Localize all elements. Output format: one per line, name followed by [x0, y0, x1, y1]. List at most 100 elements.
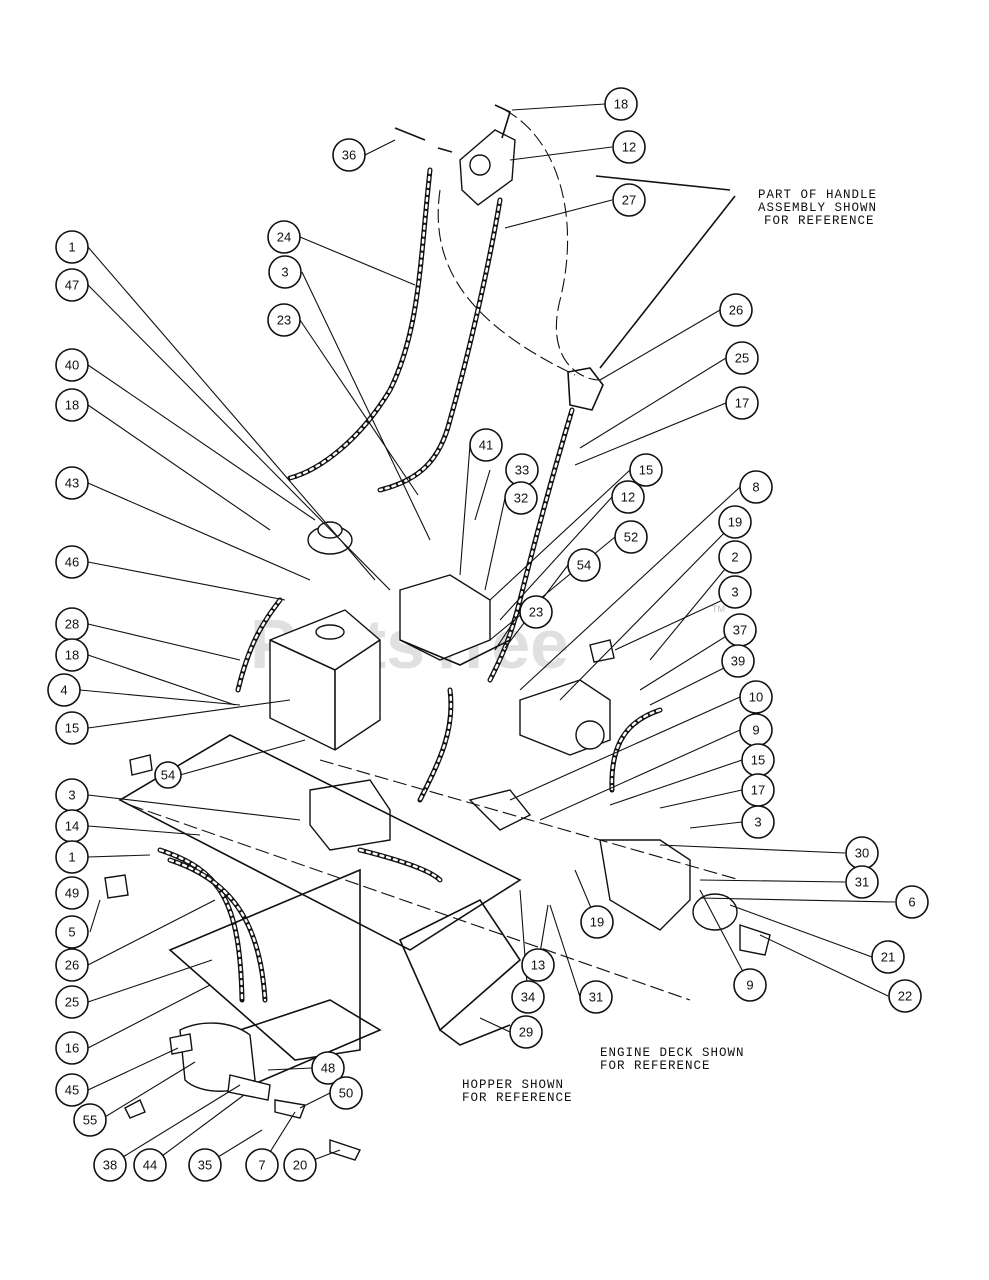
callout: 32 [504, 481, 538, 515]
callout-label: 45 [65, 1083, 79, 1098]
callout: 47 [55, 268, 89, 302]
callout: 44 [133, 1148, 167, 1182]
callout: 29 [509, 1015, 543, 1049]
callout-label: 38 [103, 1158, 117, 1173]
callout-label: 36 [342, 148, 356, 163]
callout: 18 [604, 87, 638, 121]
callout-label: 22 [898, 989, 912, 1004]
callout: 39 [721, 644, 755, 678]
callout-label: 23 [277, 313, 291, 328]
callout: 35 [188, 1148, 222, 1182]
callout-label: 39 [731, 654, 745, 669]
callout: 3 [55, 778, 89, 812]
callout: 19 [580, 905, 614, 939]
callout: 26 [719, 293, 753, 327]
callout: 23 [267, 303, 301, 337]
callout-label: 50 [339, 1086, 353, 1101]
callout-label: 3 [281, 265, 288, 280]
callout: 9 [733, 968, 767, 1002]
callout: 54 [154, 761, 182, 789]
callout-label: 1 [68, 240, 75, 255]
note-hopper: HOPPER SHOWN FOR REFERENCE [462, 1078, 572, 1105]
callout: 25 [725, 341, 759, 375]
callout: 6 [895, 885, 929, 919]
callout: 30 [845, 836, 879, 870]
callout-label: 10 [749, 690, 763, 705]
callout-layer: 18 12 36 27 24 1 3 47 23 26 25 17 40 18 … [47, 87, 929, 1182]
callout-label: 18 [614, 97, 628, 112]
callout-label: 54 [577, 558, 591, 573]
callout-label: 29 [519, 1025, 533, 1040]
callout-label: 6 [908, 895, 915, 910]
callout: 22 [888, 979, 922, 1013]
callout: 3 [718, 575, 752, 609]
callout-label: 26 [729, 303, 743, 318]
callout-label: 17 [751, 783, 765, 798]
note-handle-line-2: ASSEMBLY SHOWN [758, 201, 877, 215]
callout: 55 [73, 1103, 107, 1137]
callout-label: 37 [733, 623, 747, 638]
callout: 46 [55, 545, 89, 579]
callout: 2 [718, 540, 752, 574]
callout: 34 [511, 980, 545, 1014]
hydraulic-hoses-drawing [157, 167, 663, 1003]
callout-label: 17 [735, 396, 749, 411]
callout: 18 [55, 638, 89, 672]
callout: 54 [567, 548, 601, 582]
callout-label: 4 [60, 683, 67, 698]
callout: 26 [55, 948, 89, 982]
callout-label: 9 [752, 723, 759, 738]
note-handle-line-3: FOR REFERENCE [764, 214, 875, 228]
callout: 1 [55, 840, 89, 874]
callout: 9 [739, 713, 773, 747]
callout-label: 25 [735, 351, 749, 366]
callout-label: 35 [198, 1158, 212, 1173]
callout: 18 [55, 388, 89, 422]
callout-label: 9 [746, 978, 753, 993]
callout-label: 27 [622, 193, 636, 208]
callout-label: 44 [143, 1158, 157, 1173]
callout: 4 [47, 673, 81, 707]
callout: 24 [267, 220, 301, 254]
callout: 48 [311, 1051, 345, 1085]
callout-label: 48 [321, 1061, 335, 1076]
callout-label: 24 [277, 230, 291, 245]
reservoir-and-valve-drawing [269, 521, 771, 956]
callout: 28 [55, 607, 89, 641]
callout: 52 [614, 520, 648, 554]
callout: 25 [55, 985, 89, 1019]
callout-label: 34 [521, 990, 535, 1005]
callout-label: 21 [881, 950, 895, 965]
callout-label: 30 [855, 846, 869, 861]
callout: 33 [505, 453, 539, 487]
callout-label: 26 [65, 958, 79, 973]
callout-label: 3 [68, 788, 75, 803]
callout: 43 [55, 466, 89, 500]
callout: 1 [55, 230, 89, 264]
callout: 23 [519, 595, 553, 629]
note-engine-deck-line-1: ENGINE DECK SHOWN [600, 1046, 745, 1060]
callout: 37 [723, 613, 757, 647]
callout: 17 [725, 386, 759, 420]
callout: 13 [521, 948, 555, 982]
callout-label: 23 [529, 605, 543, 620]
callout-label: 19 [728, 515, 742, 530]
callout-label: 49 [65, 886, 79, 901]
callout-label: 15 [751, 753, 765, 768]
callout: 3 [741, 805, 775, 839]
callout: 15 [55, 711, 89, 745]
callout-label: 55 [83, 1113, 97, 1128]
callout: 12 [612, 130, 646, 164]
callout-label: 20 [293, 1158, 307, 1173]
callout: 3 [268, 255, 302, 289]
callout-label: 31 [855, 875, 869, 890]
note-engine-deck: ENGINE DECK SHOWN FOR REFERENCE [600, 1046, 745, 1073]
callout: 15 [629, 453, 663, 487]
callout-label: 15 [639, 463, 653, 478]
callout-label: 13 [531, 958, 545, 973]
callout: 16 [55, 1031, 89, 1065]
callout: 10 [739, 680, 773, 714]
callout: 15 [741, 743, 775, 777]
callout-label: 41 [479, 438, 493, 453]
callout-label: 40 [65, 358, 79, 373]
